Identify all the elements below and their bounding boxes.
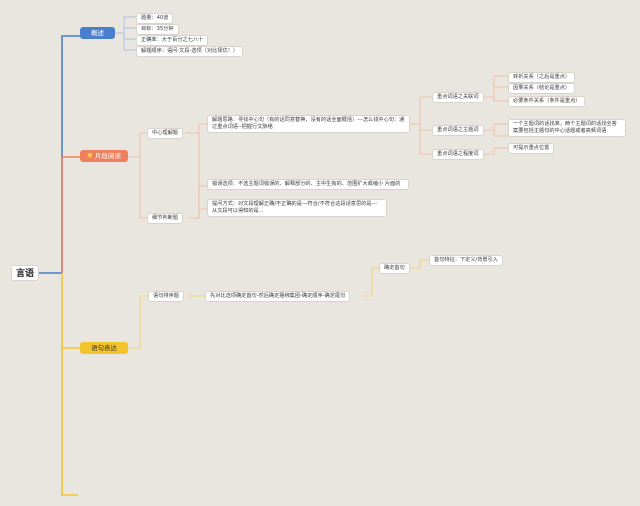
branch-sentence: 语句表达: [80, 342, 128, 354]
first-feature-node: 首句特征：下定义/背景引入: [429, 255, 503, 266]
relation-node: 因果关系（结论是重点）: [508, 83, 576, 94]
order-topic-node: 语句排序题: [148, 291, 184, 302]
relation-node: 转折关系（之后是重点）: [508, 72, 576, 83]
link-type-node: 重点词语之关联词: [432, 92, 484, 103]
heart-icon: ♥: [87, 152, 93, 160]
root-node: 言语: [11, 265, 39, 281]
topic-note-node: 一个主题词的话找准，两个主题词的话找全答案要包括主题句的中心话题或者高频词语: [508, 119, 626, 137]
first-sentence-node: 确定首句: [379, 263, 410, 274]
branch-passage-label: 片段阅读: [94, 152, 121, 160]
link-type-node: 重点词语之程度词: [432, 149, 484, 160]
detail-topic-node: 细节判断题: [147, 213, 183, 224]
degree-note-node: 可提示重点位置: [508, 143, 555, 154]
method-node: 提问方式：对文段理解正确/不正确的是---符合/不符合这段话意思的是---从文段…: [207, 199, 387, 217]
wrong-options-node: 错误选项：不选主题词错误的、解释部分的、主中生有的、范围扩大或缩小 片面的: [207, 179, 409, 190]
link-type-node: 重点词语之主题词: [432, 125, 484, 136]
overview-item: 目标：35分钟: [136, 24, 179, 35]
relation-node: 必要条件关系（条件是重点）: [508, 96, 586, 107]
overview-item: 解题顺序：语问-文段-选项（对比择优！）: [136, 46, 244, 57]
branch-overview: 概述: [80, 27, 115, 39]
order-method-node: 先对比选项确定首句-然后确定捆绑集团-确定顺序-确定尾句: [205, 291, 351, 302]
overview-item: 题量：40道: [136, 13, 174, 24]
center-topic-node: 中心理解题: [147, 128, 183, 139]
overview-item: 正确率：大于百分之七八十: [136, 35, 209, 46]
center-method-node: 解题思路：寻找中心句（有的话同意替换，没有的话全面概括）---怎么找中心句：通过…: [207, 115, 410, 133]
branch-passage: ♥ 片段阅读: [80, 150, 128, 162]
